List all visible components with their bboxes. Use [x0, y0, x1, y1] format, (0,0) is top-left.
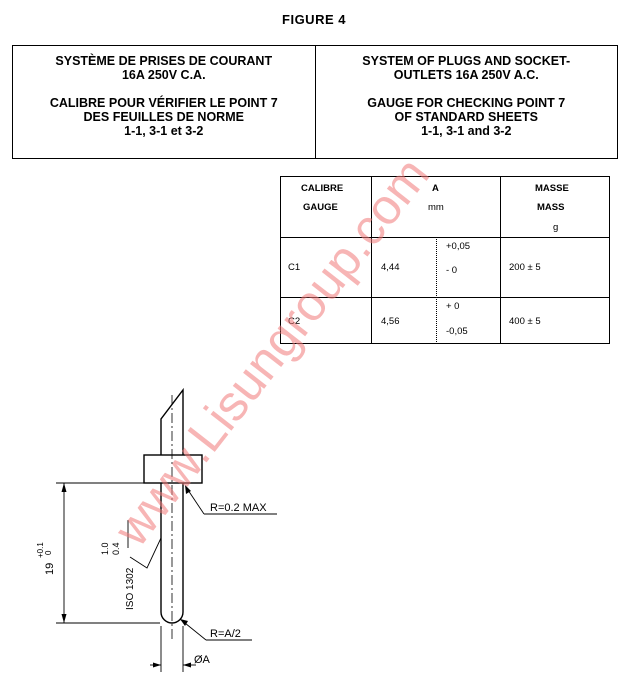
header-french-line: SYSTÈME DE PRISES DE COURANT [55, 54, 273, 68]
col-unit-g: g [553, 222, 559, 233]
row-tol-lower: -0,05 [446, 326, 468, 337]
header-table: SYSTÈME DE PRISES DE COURANT 16A 250V C.… [12, 45, 618, 159]
pin-shaft [160, 483, 184, 624]
header-french: SYSTÈME DE PRISES DE COURANT 16A 250V C.… [13, 46, 315, 158]
figure-title: FIGURE 4 [282, 12, 346, 27]
header-french-line: DES FEUILLES DE NORME [83, 110, 244, 124]
header-english-line: 1-1, 3-1 and 3-2 [421, 124, 512, 138]
radius-tip-label: R=A/2 [210, 628, 241, 640]
col-header-a: A [432, 183, 439, 194]
radius-top-label: R=0.2 MAX [210, 502, 267, 514]
length-tol-lower: 0 [44, 550, 53, 555]
col-header-calibre: CALIBRE [301, 183, 344, 194]
roughness-upper: 1.0 [100, 542, 110, 555]
header-english-line: OF STANDARD SHEETS [394, 110, 539, 124]
row-tol-upper: +0,05 [446, 241, 471, 252]
row-tol-lower: - 0 [446, 265, 458, 276]
row-gauge: C1 [288, 262, 301, 273]
col-unit-mm: mm [428, 202, 444, 213]
length-label: 19 [44, 563, 56, 575]
diameter-label: ØA [194, 654, 211, 666]
length-tol-upper: +0.1 [36, 542, 45, 558]
gauge-table: CALIBRE GAUGE A mm MASSE MASS g C1 4,44 … [280, 176, 610, 344]
pin-collar [143, 454, 203, 484]
row-tol-upper: + 0 [446, 301, 460, 312]
header-english-line: GAUGE FOR CHECKING POINT 7 [367, 96, 566, 110]
header-english-line: SYSTEM OF PLUGS AND SOCKET- [362, 54, 571, 68]
header-french-line: 1-1, 3-1 et 3-2 [124, 124, 204, 138]
roughness-standard: ISO 1302 [125, 567, 136, 610]
roughness-symbol [127, 520, 162, 569]
header-english-line: OUTLETS 16A 250V A.C. [393, 68, 539, 82]
row-a-value: 4,44 [381, 262, 400, 273]
col-header-masse: MASSE [535, 183, 569, 194]
header-french-line: CALIBRE POUR VÉRIFIER LE POINT 7 [49, 96, 278, 110]
col-header-mass: MASS [537, 202, 565, 213]
header-french-line: 16A 250V C.A. [121, 68, 206, 82]
row-mass: 200 ± 5 [509, 262, 541, 273]
row-gauge: C2 [288, 316, 301, 327]
row-a-value: 4,56 [381, 316, 400, 327]
row-mass: 400 ± 5 [509, 316, 541, 327]
header-english: SYSTEM OF PLUGS AND SOCKET- OUTLETS 16A … [314, 46, 618, 158]
col-header-gauge: GAUGE [303, 202, 338, 213]
roughness-lower: 0.4 [111, 542, 121, 555]
